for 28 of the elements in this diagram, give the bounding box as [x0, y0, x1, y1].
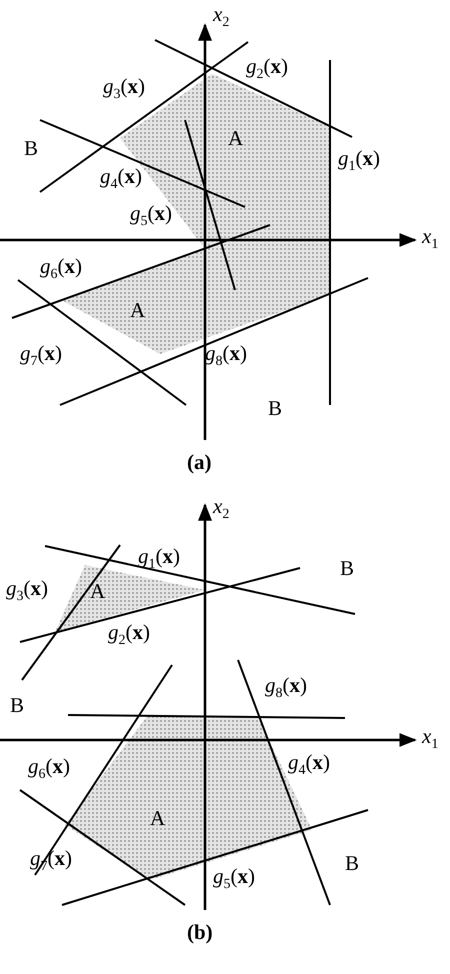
region-label: A [228, 128, 244, 149]
panel-label: (a) [187, 452, 212, 473]
line-label: g$_{8}$(x) [265, 675, 307, 702]
line-label: g$_{3}$(x) [6, 578, 48, 604]
panel-label: (b) [187, 922, 213, 943]
line-label: g$_{4}$(x) [100, 166, 142, 192]
line-label: g$_{4}$(x) [288, 752, 330, 778]
region-label: A [130, 300, 146, 321]
line-label: g$_{3}$(x) [103, 76, 145, 102]
region-label: B [345, 853, 360, 874]
region-label: B [340, 558, 354, 579]
axis-label: x$_{2}$ [213, 496, 230, 522]
line-label: g$_{1}$(x) [338, 148, 380, 174]
line-label: g$_{5}$(x) [213, 866, 255, 892]
line-label: g$_{2}$(x) [246, 56, 288, 82]
region-label: A [150, 808, 166, 829]
line-label: g$_{7}$(x) [20, 343, 62, 370]
axis-label: x$_{1}$ [422, 726, 438, 752]
region-label: B [10, 695, 24, 716]
region-label: B [24, 138, 38, 159]
line-label: g$_{6}$(x) [28, 756, 70, 782]
region-label: A [90, 581, 106, 602]
line-label: g$_{2}$(x) [108, 622, 150, 648]
line-label: g$_{5}$(x) [130, 203, 172, 230]
line-label: g$_{6}$(x) [40, 256, 82, 282]
region-label: B [268, 398, 282, 419]
axis-label: x$_{1}$ [422, 226, 438, 252]
axis-label: x$_{2}$ [213, 4, 230, 30]
